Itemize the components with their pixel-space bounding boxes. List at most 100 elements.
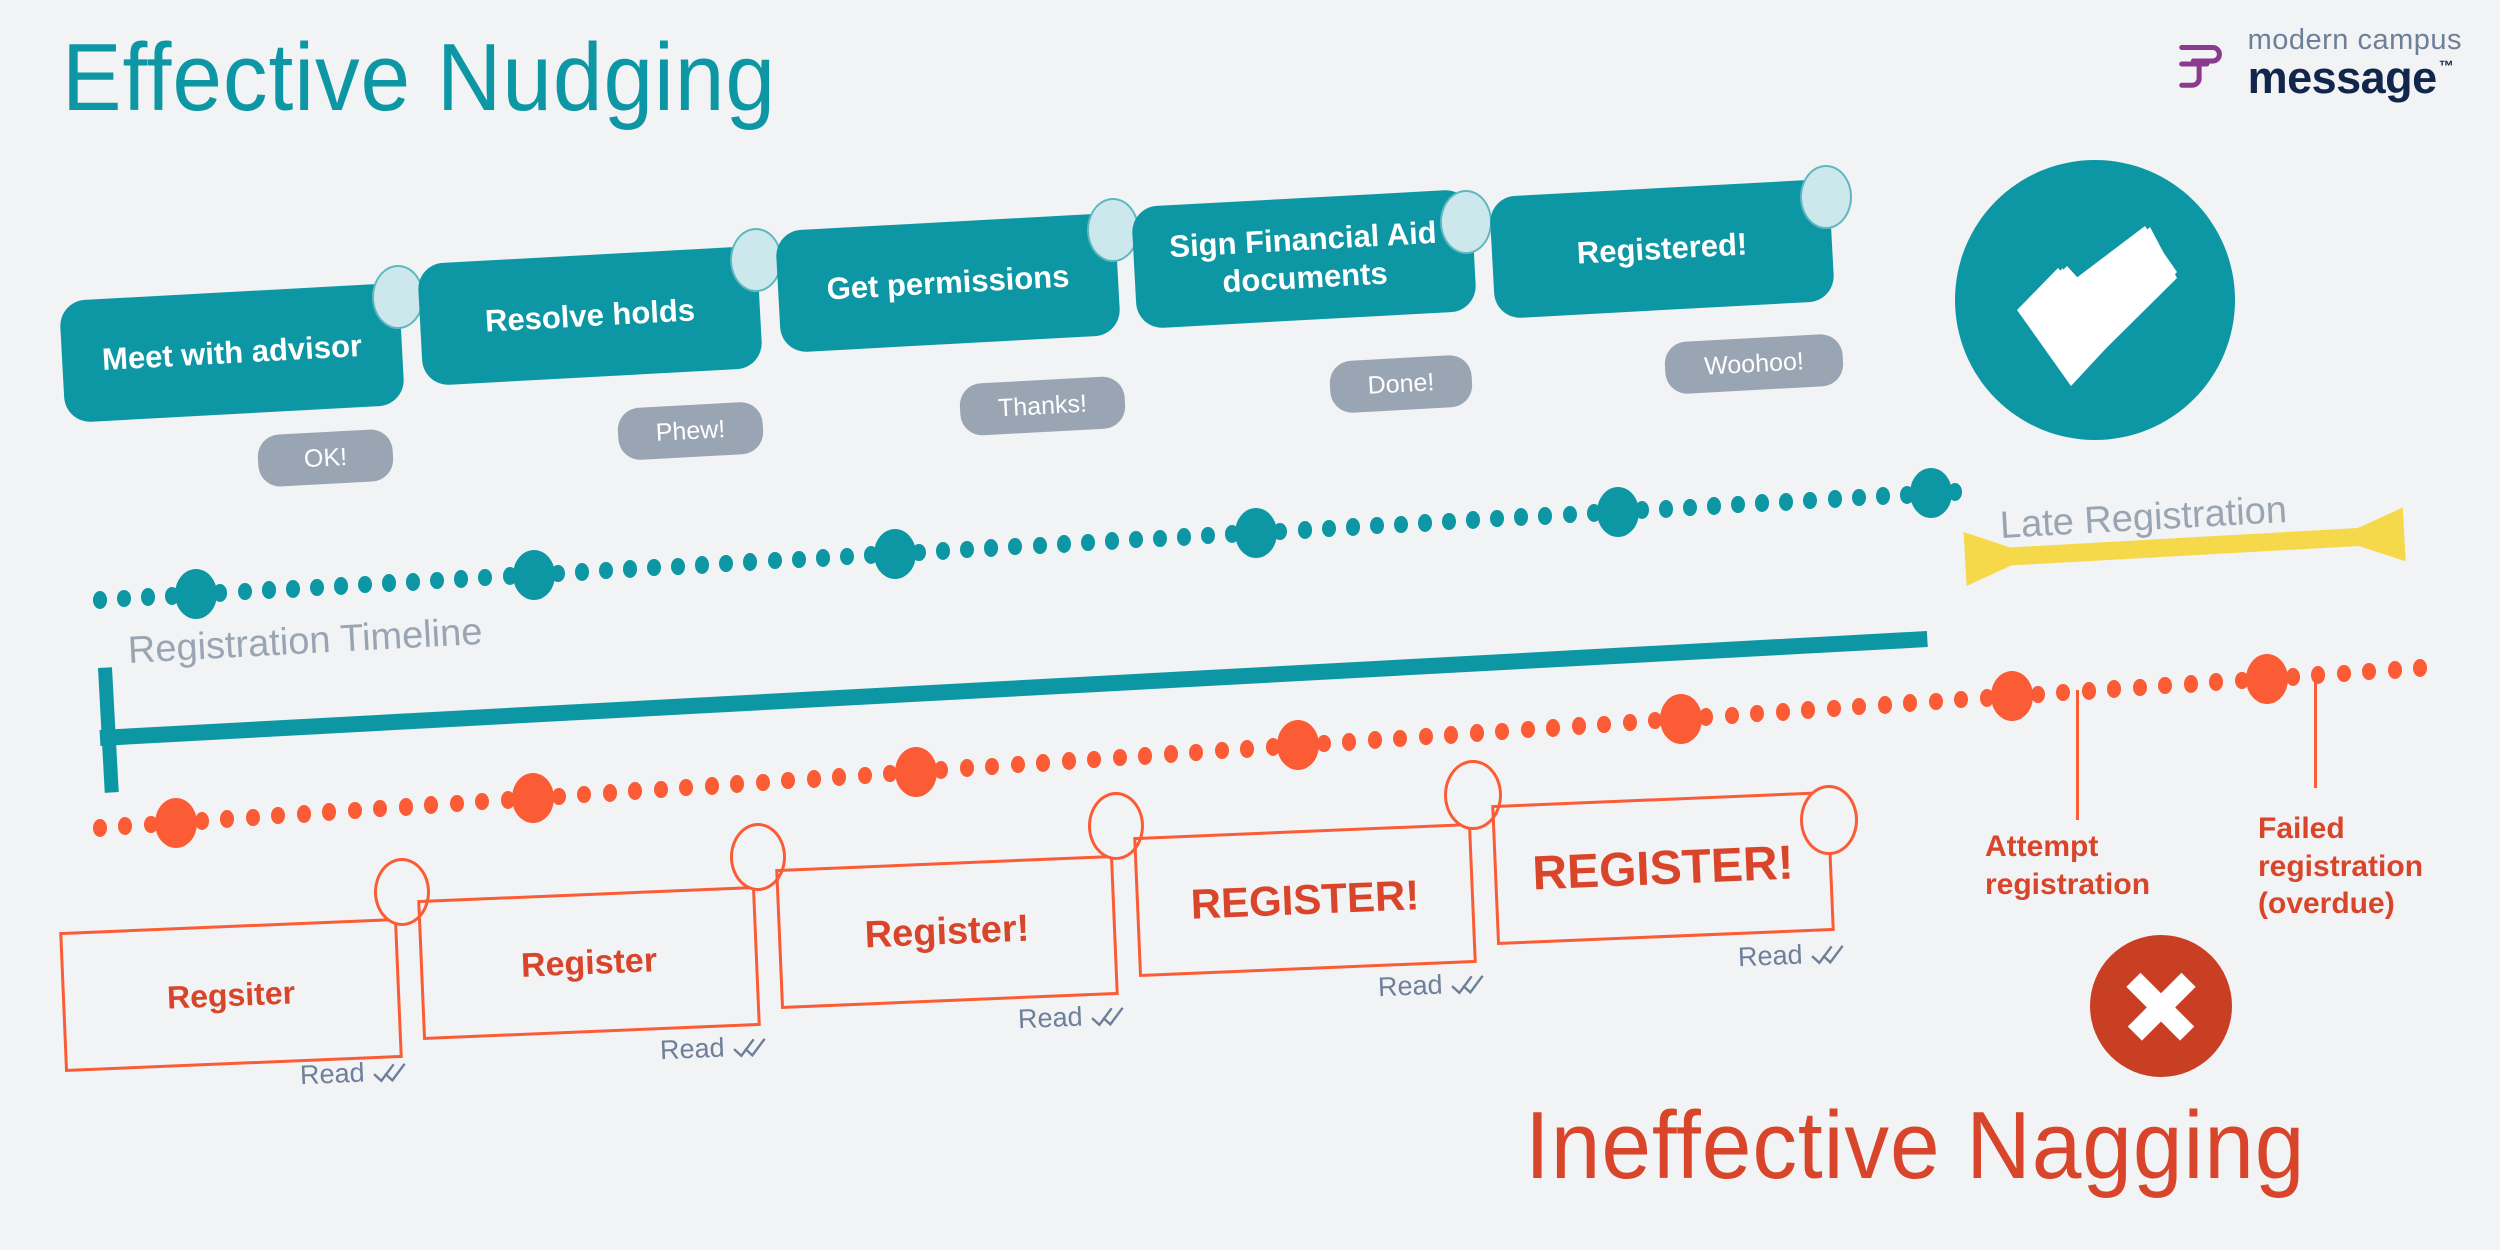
- track-dot: [574, 563, 589, 581]
- track-dot: [1979, 689, 1994, 707]
- nag-message-3[interactable]: Register!: [775, 854, 1119, 1010]
- nag-read-circle-4: [1444, 760, 1502, 830]
- nag-message-5[interactable]: REGISTER!: [1491, 790, 1835, 946]
- track-dot: [1707, 497, 1722, 515]
- track-dot: [1032, 536, 1047, 555]
- nudge-message-4[interactable]: Sign Financial Aid documents: [1130, 188, 1478, 330]
- track-dot: [93, 591, 107, 609]
- nudge-reply-5: Woohoo!: [1663, 333, 1845, 395]
- track-dot: [1827, 490, 1842, 508]
- logo-wordmark: modern campus message ™: [2248, 26, 2462, 101]
- double-check-icon: [1090, 1006, 1124, 1027]
- attempt-registration-stem: [2076, 690, 2079, 820]
- track-dot: [1877, 696, 1892, 714]
- double-headed-arrow-icon: [1963, 503, 2406, 589]
- track-dot: [550, 564, 565, 583]
- track-dot: [500, 791, 515, 809]
- track-milestone-dot: [1596, 486, 1639, 537]
- nudge-message-1-label: Meet with advisor: [101, 328, 363, 378]
- track-dot: [628, 782, 643, 800]
- track-dot: [398, 798, 413, 816]
- nag-message-1[interactable]: Regsiter: [59, 917, 403, 1073]
- track-dot: [679, 778, 694, 797]
- track-dot: [1724, 706, 1739, 725]
- track-dot: [1775, 703, 1790, 721]
- track-dot: [985, 757, 1000, 776]
- track-dot: [1571, 717, 1586, 735]
- track-dot: [2132, 678, 2147, 697]
- track-dot: [220, 810, 235, 828]
- track-dot: [1316, 734, 1331, 753]
- track-dot: [2336, 664, 2351, 683]
- nudge-message-2[interactable]: Resolve holds: [416, 245, 764, 387]
- track-milestone-dot: [1659, 693, 1702, 744]
- track-dot: [1214, 741, 1229, 760]
- track-dot: [1008, 537, 1023, 556]
- track-milestone-dot: [155, 797, 198, 848]
- nag-message-2[interactable]: Register: [417, 885, 761, 1041]
- track-dot: [1826, 699, 1841, 718]
- nag-message-5-label: REGISTER!: [1531, 836, 1795, 900]
- nag-read-status-5: Read: [1737, 938, 1844, 973]
- track-dot: [1731, 495, 1746, 514]
- track-dot: [1851, 488, 1866, 507]
- track-dot: [2209, 673, 2224, 691]
- track-dot: [832, 768, 847, 786]
- nag-read-label-3: Read: [1017, 1001, 1084, 1035]
- track-dot: [2056, 683, 2071, 702]
- track-dot: [1087, 750, 1102, 769]
- track-milestone-dot: [1909, 468, 1952, 519]
- nag-message-3-label: Register!: [863, 907, 1031, 956]
- logo-trademark: ™: [2438, 58, 2454, 75]
- nudge-message-1[interactable]: Meet with advisor: [58, 282, 406, 424]
- track-dot: [1036, 754, 1051, 772]
- track-dot: [117, 589, 132, 608]
- track-dot: [1112, 748, 1127, 767]
- nag-message-4[interactable]: REGISTER!: [1133, 822, 1477, 978]
- x-circle-icon: [2090, 935, 2232, 1077]
- nag-message-4-label: REGISTER!: [1189, 871, 1421, 928]
- nudge-message-5[interactable]: Registered!: [1488, 178, 1836, 320]
- track-dot: [1658, 500, 1673, 518]
- nag-read-status-1: Read: [299, 1056, 406, 1091]
- nudge-reply-4-label: Done!: [1366, 367, 1436, 400]
- track-dot: [1321, 519, 1336, 538]
- nudge-reply-3-label: Thanks!: [997, 389, 1088, 422]
- track-dot: [1393, 729, 1408, 748]
- nag-read-circle-5: [1800, 785, 1858, 855]
- track-dot: [1265, 738, 1280, 756]
- nag-read-circle-2: [730, 823, 786, 891]
- track-dot: [2030, 685, 2045, 704]
- nag-read-circle-3: [1088, 792, 1144, 860]
- track-dot: [285, 580, 300, 598]
- nudge-message-3[interactable]: Get permissions: [774, 212, 1122, 354]
- track-dot: [1080, 533, 1095, 552]
- nag-read-status-4: Read: [1377, 968, 1484, 1003]
- track-dot: [1546, 719, 1561, 737]
- nudge-avatar-circle-5: [1800, 165, 1852, 229]
- track-dot: [1948, 483, 1962, 501]
- nudge-message-2-label: Resolve holds: [484, 292, 696, 339]
- track-dot: [382, 574, 397, 592]
- track-dot: [695, 556, 710, 574]
- track-milestone-dot: [1235, 507, 1278, 558]
- track-dot: [454, 570, 469, 588]
- track-dot: [245, 808, 260, 827]
- track-dot: [1442, 512, 1457, 531]
- track-dot: [960, 540, 975, 559]
- nag-read-status-2: Read: [659, 1031, 766, 1066]
- logo-line-2: message ™: [2248, 55, 2462, 100]
- track-dot: [237, 582, 252, 601]
- track-dot: [791, 550, 806, 569]
- track-dot: [671, 557, 686, 576]
- track-dot: [322, 803, 337, 821]
- track-milestone-dot: [2246, 653, 2289, 704]
- nag-read-label-4: Read: [1377, 969, 1444, 1003]
- track-dot: [730, 775, 745, 793]
- track-dot: [430, 571, 445, 590]
- track-dot: [1104, 532, 1119, 550]
- track-dot: [1562, 505, 1577, 524]
- track-dot: [1418, 727, 1433, 746]
- track-dot: [912, 543, 927, 562]
- track-dot: [755, 773, 770, 792]
